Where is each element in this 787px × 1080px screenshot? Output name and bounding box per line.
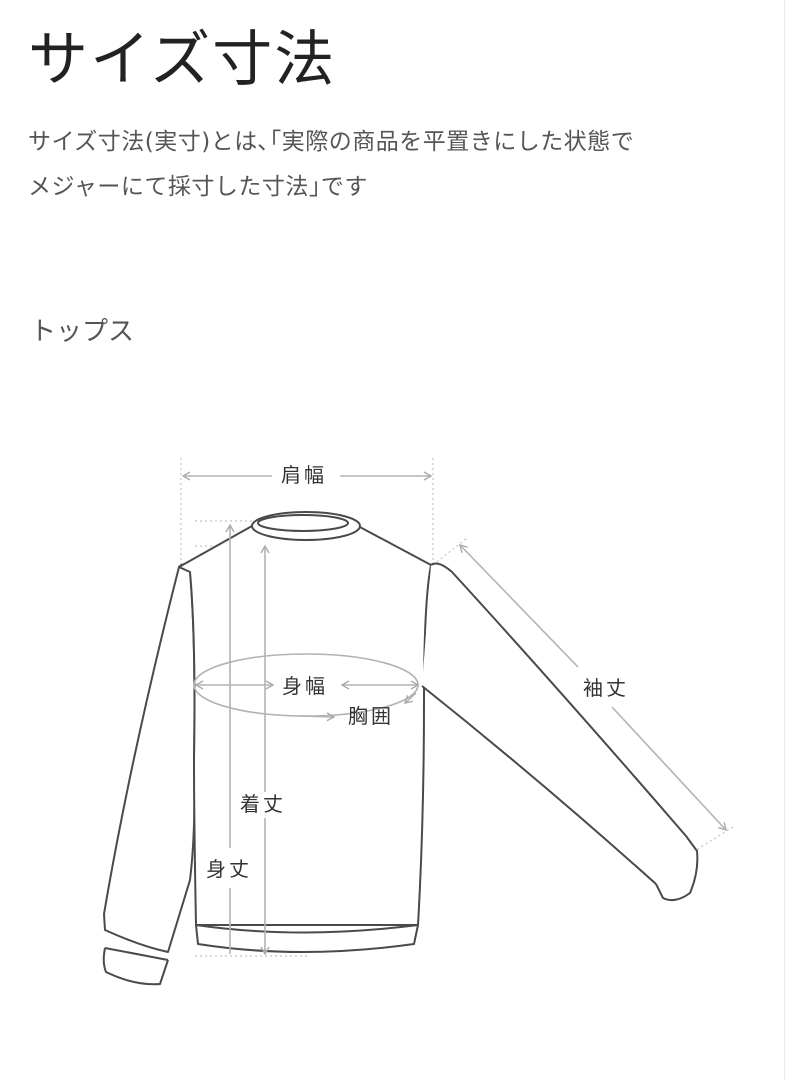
intro-line-2: メジャーにて採寸した寸法｣です [28, 174, 368, 200]
intro-text: サイズ寸法(実寸)とは､｢実際の商品を平置きにした状態で メジャーにて採寸した寸… [28, 120, 768, 210]
label-body-width: 身幅 [282, 674, 328, 698]
label-total-length: 着丈 [240, 792, 286, 816]
sweater-outline [102, 511, 699, 986]
measure-lines [181, 471, 727, 956]
page-edge-divider [784, 0, 785, 1080]
page-title: サイズ寸法 [28, 25, 337, 95]
label-shoulder-width: 肩幅 [281, 463, 327, 487]
intro-line-1: サイズ寸法(実寸)とは､｢実際の商品を平置きにした状態で [28, 129, 635, 155]
label-sleeve-length: 袖丈 [583, 676, 629, 700]
label-chest: 胸囲 [348, 704, 394, 728]
label-body-length: 身丈 [206, 857, 252, 881]
tops-measurement-diagram: 肩幅 身幅 胸囲 袖丈 着丈 身丈 [102, 458, 734, 986]
section-title-tops: トップス [30, 317, 135, 347]
